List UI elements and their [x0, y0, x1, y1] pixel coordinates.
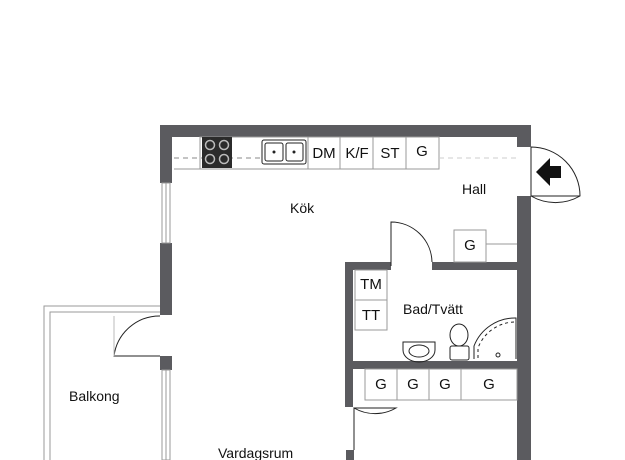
bathroom-label: Bad/Tvätt	[403, 301, 463, 317]
stove-icon	[202, 137, 232, 168]
kitchen-counter: DM K/F ST G	[174, 136, 517, 170]
kitchen-wardrobe-label: G	[416, 143, 428, 160]
dishwasher-label: DM	[312, 145, 335, 162]
bath-wall-bottom	[345, 361, 517, 369]
entrance-door[interactable]	[530, 146, 581, 203]
shower-icon	[473, 317, 517, 359]
wardrobe-label-2: G	[407, 376, 419, 393]
kitchen-cabinet-label: ST	[380, 145, 399, 162]
drying-cabinet-label: TT	[362, 307, 380, 324]
bath-wall-left	[345, 262, 353, 370]
living-room-door[interactable]	[353, 407, 398, 450]
wardrobe-row: G G G G	[364, 368, 518, 401]
hall-wardrobe-box	[453, 229, 487, 263]
toilet-icon	[449, 323, 470, 361]
hall-label: Hall	[462, 181, 486, 197]
living-room-label: Vardagsrum	[218, 445, 293, 460]
bathroom-fixtures: TM TT Bad/Tvätt	[354, 269, 517, 363]
top-wall	[160, 125, 531, 137]
washbasin-icon	[402, 341, 436, 363]
walls	[160, 125, 531, 460]
balcony: Balkong	[43, 305, 160, 460]
entrance-arrow-icon	[536, 158, 561, 186]
dryer-label: TM	[360, 276, 382, 293]
wardrobe-label-3: G	[439, 376, 451, 393]
balcony-door[interactable]	[113, 315, 161, 357]
left-wall-middle	[160, 243, 172, 315]
fridge-freezer-label: K/F	[345, 145, 368, 162]
windows	[161, 182, 171, 460]
wardrobe-label-4: G	[483, 376, 495, 393]
bath-wall-top-right	[432, 262, 517, 270]
hall-wardrobe-label: G	[464, 237, 476, 254]
left-wall-lower	[160, 356, 172, 370]
closet-wall-bottom	[345, 400, 353, 407]
kitchen-sink-icon	[261, 139, 307, 165]
drying-cabinet-box	[354, 299, 388, 331]
closet-wall-left	[345, 369, 353, 407]
right-wall-lower	[517, 196, 531, 460]
wardrobe-label-1: G	[375, 376, 387, 393]
hall-wardrobe: G	[453, 229, 517, 263]
kitchen-wardrobe-box	[405, 136, 440, 170]
doors	[113, 146, 581, 450]
living-wall-stub	[346, 450, 354, 460]
kitchen-label: Kök	[290, 200, 315, 216]
balcony-label: Balkong	[69, 388, 120, 404]
right-wall-upper	[517, 125, 531, 147]
bathroom-door[interactable]	[390, 221, 433, 266]
bath-wall-top-left	[345, 262, 391, 270]
left-wall-upper	[160, 125, 172, 183]
